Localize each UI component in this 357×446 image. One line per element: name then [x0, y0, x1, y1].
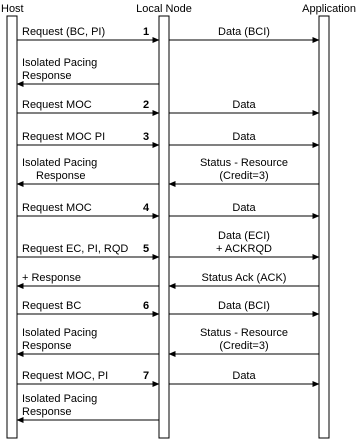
message-label: Request EC, PI, RQD: [22, 243, 128, 255]
lifeline-host: [6, 15, 18, 439]
lifeline-application: [318, 15, 330, 439]
message-label: Status Ack (ACK): [202, 272, 287, 284]
message-4: Request MOC 2: [17, 99, 160, 116]
message-15: Status Ack (ACK): [168, 272, 319, 289]
message-11: Data: [169, 202, 320, 219]
message-21: Data: [169, 370, 320, 387]
message-label: Response: [36, 170, 86, 182]
message-17: Data (BCI): [169, 300, 320, 317]
lifelines: [6, 15, 330, 439]
message-label: + Response: [22, 272, 81, 284]
message-16: Request BC 6: [17, 300, 160, 317]
lane-header-host: Host: [1, 3, 24, 15]
message-2: Data (BCI): [169, 26, 320, 43]
message-10: Request MOC 4: [17, 202, 160, 219]
step-number: 1: [143, 26, 149, 38]
message-label: Isolated Pacing: [22, 57, 97, 69]
step-number: 5: [143, 243, 149, 255]
message-19: Status - Resource(Credit=3): [168, 327, 319, 357]
message-label: + ACKRQD: [216, 243, 272, 255]
message-12: Request EC, PI, RQD 5: [17, 243, 160, 260]
message-9: Status - Resource(Credit=3): [168, 157, 319, 187]
step-number: 2: [143, 99, 149, 111]
message-7: Data: [169, 131, 320, 148]
message-label: Isolated Pacing: [22, 157, 97, 169]
message-label: Request MOC, PI: [22, 370, 108, 382]
message-label: Data: [232, 99, 256, 111]
message-label: Isolated Pacing: [22, 393, 97, 405]
message-1: Request (BC, PI) 1: [17, 26, 160, 43]
message-label: (Credit=3): [219, 170, 268, 182]
message-label: Status - Resource: [200, 327, 288, 339]
step-number: 7: [143, 370, 149, 382]
message-label: Status - Resource: [200, 157, 288, 169]
message-label: Data: [232, 202, 256, 214]
message-label: Request MOC PI: [22, 131, 105, 143]
message-label: Response: [22, 70, 72, 82]
message-label: Request BC: [22, 300, 81, 312]
message-label: Response: [22, 340, 72, 352]
message-label: Request MOC: [22, 202, 92, 214]
message-label: Request (BC, PI): [22, 26, 105, 38]
message-5: Data: [169, 99, 320, 116]
message-label: (Credit=3): [219, 340, 268, 352]
message-label: Response: [22, 406, 72, 418]
message-label: Data (ECI): [218, 230, 270, 242]
step-number: 6: [143, 300, 149, 312]
message-13: Data (ECI)+ ACKRQD: [169, 230, 320, 260]
message-6: Request MOC PI 3: [17, 131, 160, 148]
lane-headers: Host Local Node Application: [1, 3, 356, 15]
step-number: 3: [143, 131, 149, 143]
message-label: Data (BCI): [218, 300, 270, 312]
step-number: 4: [143, 202, 150, 214]
message-label: Data: [232, 131, 256, 143]
message-label: Request MOC: [22, 99, 92, 111]
message-14: + Response: [16, 272, 159, 289]
message-label: Data: [232, 370, 256, 382]
lifeline-local-node: [158, 15, 170, 439]
message-label: Data (BCI): [218, 26, 270, 38]
message-label: Isolated Pacing: [22, 327, 97, 339]
lane-header-local-node: Local Node: [136, 3, 192, 15]
message-20: Request MOC, PI 7: [17, 370, 160, 387]
lane-header-application: Application: [302, 3, 356, 15]
